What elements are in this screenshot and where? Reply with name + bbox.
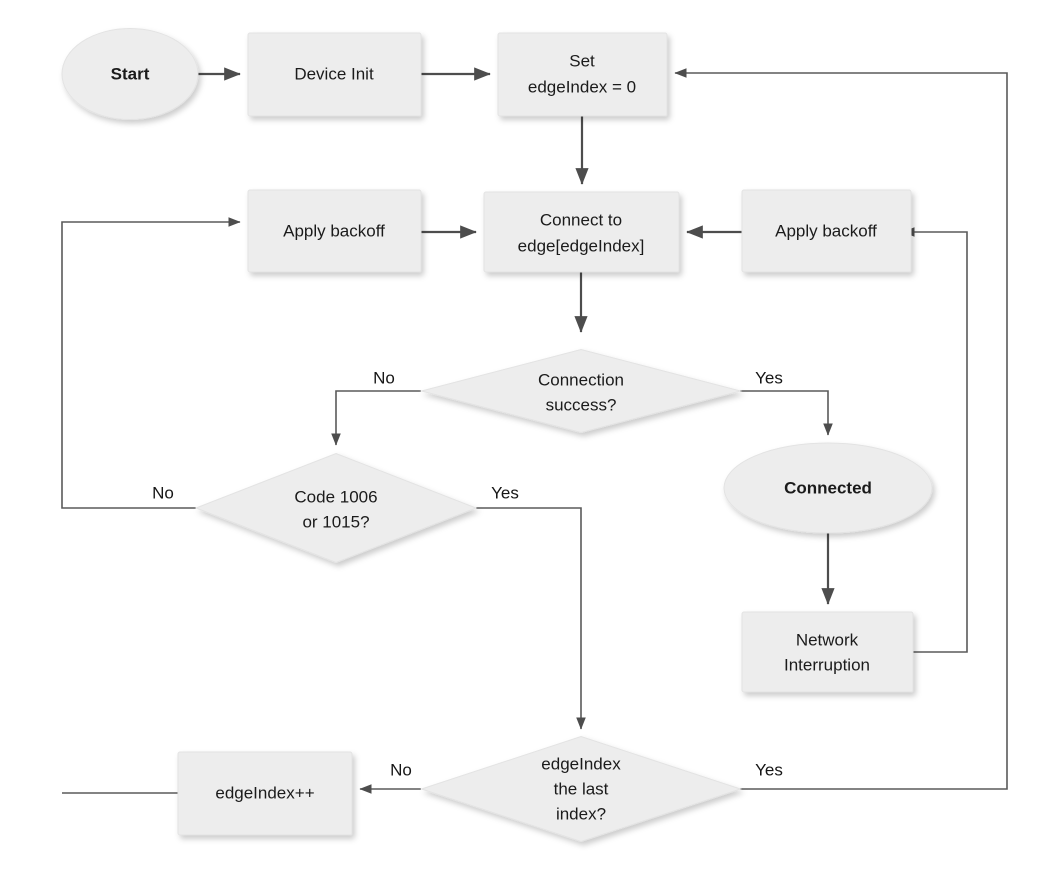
device-init-rect <box>247 32 422 117</box>
node-last-index[interactable]: edgeIndex the last index? <box>419 735 743 843</box>
edge-conn-ok-yes-to-connected <box>740 390 833 436</box>
last-index-label-line3: index? <box>556 804 606 823</box>
node-connected[interactable]: Connected <box>723 442 933 534</box>
nodes-layer: Start Device Init Set edgeIndex = 0 Appl… <box>61 28 933 843</box>
edge-label-connection-yes: Yes <box>755 368 783 387</box>
connection-success-label-line1: Connection <box>538 370 624 389</box>
network-interruption-label-line1: Network <box>796 630 859 649</box>
start-label: Start <box>111 64 150 83</box>
edge-label-connection-no: No <box>373 368 395 387</box>
last-index-label-line2: the last <box>554 779 609 798</box>
edge-labels-layer: No Yes No Yes No Yes <box>152 368 783 779</box>
edge-label-last-no: No <box>390 760 412 779</box>
edge-last-index-yes-to-set-index <box>674 68 1008 790</box>
set-index-label-line2: edgeIndex = 0 <box>528 77 636 96</box>
connect-rect <box>483 191 680 273</box>
edge-label-code-no: No <box>152 483 174 502</box>
edge-code-check-yes-to-last-index <box>476 507 586 730</box>
edges-layer <box>61 67 1008 794</box>
node-device-init[interactable]: Device Init <box>247 32 422 117</box>
connection-success-diamond <box>419 348 743 434</box>
index-increment-label: edgeIndex++ <box>215 783 314 802</box>
code-check-diamond <box>194 452 478 564</box>
set-index-label-line1: Set <box>569 51 595 70</box>
backoff-right-label: Apply backoff <box>775 221 877 240</box>
node-network-interruption[interactable]: Network Interruption <box>741 611 914 693</box>
node-connection-success[interactable]: Connection success? <box>419 348 743 434</box>
backoff-left-label: Apply backoff <box>283 221 385 240</box>
set-index-rect <box>497 32 668 117</box>
backoff-right-rect <box>741 189 912 273</box>
node-set-index[interactable]: Set edgeIndex = 0 <box>497 32 668 117</box>
edge-code-check-no-to-backoff-left <box>61 217 241 509</box>
edge-net-int-to-backoff-right <box>902 227 968 653</box>
node-index-increment[interactable]: edgeIndex++ <box>177 751 353 836</box>
edge-conn-ok-no-to-code-check <box>331 390 421 446</box>
node-start[interactable]: Start <box>61 28 199 120</box>
node-code-check[interactable]: Code 1006 or 1015? <box>194 452 478 564</box>
start-ellipse <box>61 28 199 120</box>
device-init-label: Device Init <box>294 64 374 83</box>
index-increment-rect <box>177 751 353 836</box>
node-connect[interactable]: Connect to edge[edgeIndex] <box>483 191 680 273</box>
node-backoff-left[interactable]: Apply backoff <box>247 189 422 273</box>
code-check-label-line2: or 1015? <box>302 512 369 531</box>
connected-label: Connected <box>784 478 872 497</box>
network-interruption-rect <box>741 611 914 693</box>
network-interruption-label-line2: Interruption <box>784 655 870 674</box>
connect-label-line1: Connect to <box>540 210 622 229</box>
code-check-label-line1: Code 1006 <box>294 487 377 506</box>
connection-success-label-line2: success? <box>546 395 617 414</box>
last-index-diamond <box>419 735 743 843</box>
backoff-left-rect <box>247 189 422 273</box>
edge-label-code-yes: Yes <box>491 483 519 502</box>
connect-label-line2: edge[edgeIndex] <box>518 236 645 255</box>
last-index-label-line1: edgeIndex <box>541 754 621 773</box>
connected-ellipse <box>723 442 933 534</box>
node-backoff-right[interactable]: Apply backoff <box>741 189 912 273</box>
edge-label-last-yes: Yes <box>755 760 783 779</box>
